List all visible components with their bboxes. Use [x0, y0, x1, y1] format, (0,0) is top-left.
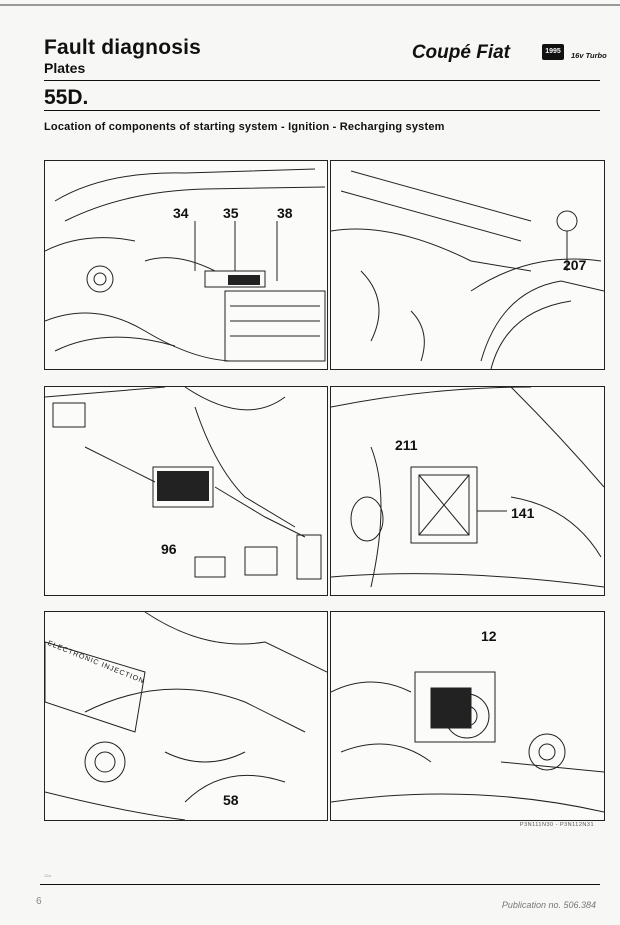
callout-96: 96 [161, 541, 177, 557]
engine-right-illustration [331, 170, 604, 369]
injection-harness-illustration [45, 612, 327, 820]
page-number: 6 [36, 896, 42, 907]
brand-logo-badge: 1995 [542, 44, 564, 60]
plate-engine-right-side: 207 [330, 160, 605, 370]
plate-engine-bay-relays: 34 35 38 [44, 160, 328, 370]
callout-58: 58 [223, 792, 239, 808]
callout-141: 141 [511, 505, 535, 521]
page-title: Fault diagnosis [44, 36, 202, 59]
pedal-area-illustration [45, 387, 322, 580]
dashboard-ecu-illustration [331, 387, 604, 588]
brand-model: 16v Turbo [571, 51, 607, 60]
plate-dashboard-ecu: 211 141 [330, 386, 605, 596]
figure-caption: Location of components of starting syste… [44, 121, 445, 133]
callout-34: 34 [173, 205, 189, 221]
callout-35: 35 [223, 205, 239, 221]
brand-name: Coupé Fiat [411, 42, 510, 63]
section-divider [44, 110, 600, 111]
page-subtitle: Plates [44, 60, 86, 76]
engine-bay-illustration [45, 168, 326, 362]
publication-number: Publication no. 506.384 [501, 900, 596, 910]
small-mark: 12a [44, 873, 51, 878]
callout-207: 207 [563, 257, 587, 273]
top-edge-rule [0, 4, 620, 6]
header-divider [44, 80, 600, 81]
plate-pedal-area: 96 [44, 386, 328, 596]
footer-divider [40, 884, 600, 885]
callout-211: 211 [395, 437, 418, 453]
plate-engine-compartment-module: 12 [330, 611, 605, 821]
callout-38: 38 [277, 205, 293, 221]
callout-12: 12 [481, 628, 497, 644]
engine-module-illustration [331, 671, 604, 813]
figure-reference-code: P3N111N30 - P3N112N31 [519, 822, 594, 828]
plate-injection-harness: ELECTRONIC INJECTION 58 [44, 611, 328, 821]
section-number: 55D. [44, 86, 89, 109]
